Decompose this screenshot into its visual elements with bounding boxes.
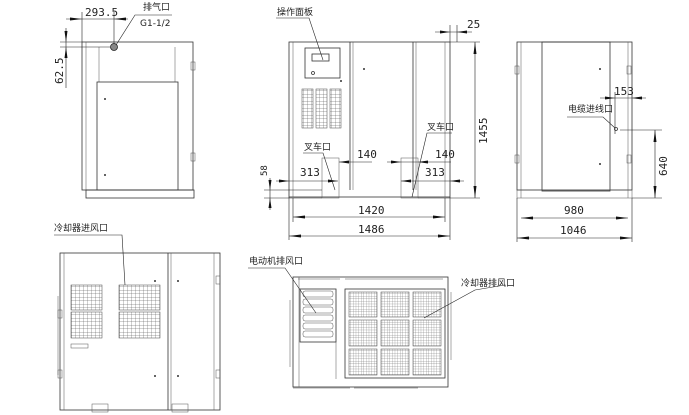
dim-1455: 1455 (477, 118, 490, 145)
dim-62-5: 62.5 (53, 58, 66, 85)
cooler-inlet-grilles (70, 284, 161, 339)
dim-1046: 1046 (560, 224, 587, 237)
dim-58: 58 (260, 165, 270, 176)
label-exhaust-thread: G1-1/2 (140, 19, 170, 29)
side-view-right (514, 41, 662, 242)
label-forklift-right: 叉车口 (427, 121, 454, 133)
front-view (264, 17, 480, 240)
rear-view (54, 234, 221, 413)
front-vents (301, 88, 342, 129)
dim-313-left: 313 (300, 166, 320, 179)
label-forklift-left: 叉车口 (304, 141, 331, 153)
dim-293-5: 293.5 (85, 6, 118, 19)
label-cooler-air-inlet: 冷却器进风口 (54, 222, 108, 234)
control-panel (304, 47, 341, 79)
dim-1486: 1486 (358, 223, 385, 236)
dim-153: 153 (614, 85, 634, 98)
dim-25: 25 (467, 18, 480, 31)
dim-640: 640 (657, 156, 670, 176)
top-view (248, 267, 506, 389)
label-cooler-air-outlet: 冷却器排风口 (461, 277, 515, 289)
cooler-outlet-grilles (348, 291, 442, 376)
side-view-left (60, 12, 196, 199)
motor-outlet-slots (302, 290, 334, 338)
dim-140-right: 140 (435, 148, 455, 161)
dim-313-right: 313 (425, 166, 445, 179)
label-exhaust-port: 排气口 (143, 1, 170, 13)
dim-140-left: 140 (357, 148, 377, 161)
dim-980: 980 (564, 204, 584, 217)
label-cable-inlet: 电缆进线口 (568, 103, 613, 115)
label-motor-air-outlet: 电动机排风口 (249, 255, 303, 267)
label-control-panel: 操作面板 (277, 6, 313, 18)
dim-1420: 1420 (358, 204, 385, 217)
